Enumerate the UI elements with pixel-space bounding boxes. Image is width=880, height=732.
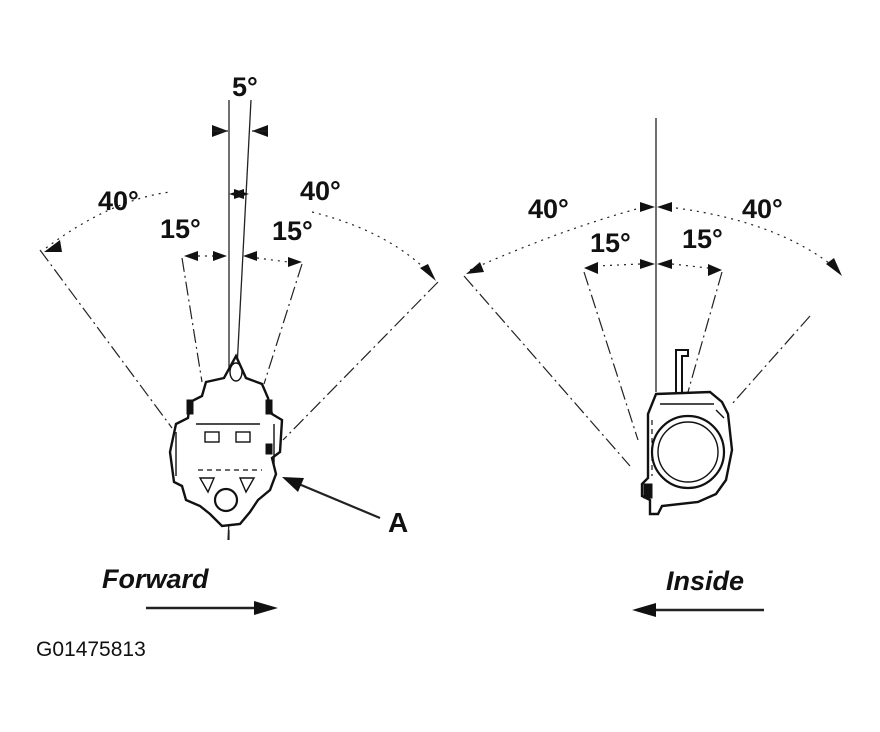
left-40deg-arc-right — [311, 211, 435, 279]
inside-direction-label: Inside — [666, 566, 744, 596]
left-15-arrow-center-left — [213, 251, 227, 261]
inside-arrow-head — [632, 603, 656, 617]
left-15-arrow-outer-left — [184, 251, 198, 261]
left-15-arrow-outer-right — [288, 257, 302, 267]
right-angle-outer-left-label: 40° — [528, 194, 569, 224]
right-angle-outer-right-label: 40° — [742, 194, 783, 224]
left-15-arrow-center-right — [243, 251, 257, 261]
right-15-arrow-center-left — [640, 259, 655, 269]
right-angle-inner-right-label: 15° — [682, 224, 723, 254]
right-angle-inner-left-label: 15° — [590, 228, 631, 258]
right-15-arrow-center-right — [657, 259, 672, 269]
left-view: 5° 40° 15° 15° 40° A Forward — [39, 72, 439, 615]
left-angle-outer-left-label: 40° — [98, 186, 139, 216]
right-40-arrow-left — [466, 262, 484, 274]
alternator-front-view — [640, 349, 734, 516]
forward-direction-label: Forward — [102, 564, 209, 594]
left-angle-inner-right-label: 15° — [272, 216, 313, 246]
right-top-arrow-left — [640, 202, 655, 212]
right-15deg-line-left — [583, 271, 639, 441]
right-40deg-line-right — [731, 315, 811, 405]
right-top-arrow-right — [657, 202, 672, 212]
left-angle-inner-left-label: 15° — [160, 214, 201, 244]
callout-a-arrowhead — [282, 477, 304, 492]
left-15deg-line-left — [181, 257, 203, 383]
left-40-arrow-right — [420, 264, 436, 281]
right-40deg-line-left — [463, 275, 631, 467]
left-angle-outer-right-label: 40° — [300, 176, 341, 206]
left-40deg-line-left — [39, 249, 173, 429]
forward-arrow-head — [254, 601, 278, 615]
alternator-side-view — [168, 353, 284, 528]
left-angle-top-label: 5° — [232, 72, 258, 102]
right-15deg-line-right — [687, 271, 723, 393]
left-15deg-line-right — [263, 263, 303, 385]
left-40-arrow-left — [44, 240, 62, 252]
left-40deg-line-right — [282, 281, 439, 441]
callout-a-leader-line — [293, 480, 381, 520]
right-40deg-arc-left — [469, 207, 641, 271]
right-15-arrow-outer-right — [708, 264, 722, 276]
right-15-arrow-outer-left — [584, 262, 598, 274]
right-view: 40° 15° 15° 40° Inside — [463, 118, 842, 617]
left-mid-arrow-b — [234, 189, 249, 199]
right-40-arrow-right — [826, 258, 842, 276]
figure-code: G01475813 — [36, 638, 146, 661]
callout-a-label: A — [388, 507, 408, 538]
